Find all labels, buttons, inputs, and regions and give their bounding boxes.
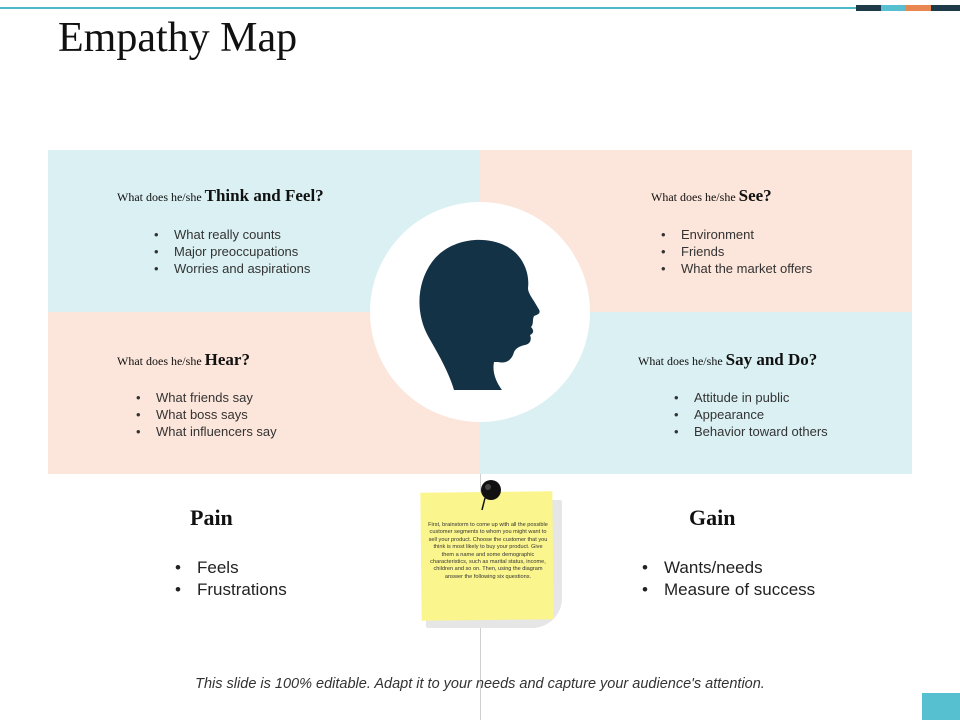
pain-heading: Pain [190,505,233,530]
sticky-note-text: First, brainstorm to come up with all th… [428,522,548,580]
gain-list: Wants/needs Measure of success [640,557,815,601]
list-item: What influencers say [134,423,277,440]
footer-note: This slide is 100% editable. Adapt it to… [195,676,765,692]
see-prefix: What does he/she [651,190,739,204]
list-item: Behavior toward others [672,423,828,440]
list-item: Appearance [672,406,828,423]
think-feel-heading: What does he/she Think and Feel? [117,186,324,206]
see-emphasis: See? [738,186,772,205]
head-silhouette-icon [419,239,540,390]
say-do-list: Attitude in public Appearance Behavior t… [672,389,828,440]
pain-list: Feels Frustrations [173,557,287,601]
list-item: What boss says [134,406,277,423]
say-do-heading: What does he/she Say and Do? [638,350,817,370]
see-heading: What does he/she See? [651,186,772,206]
list-item: Friends [659,243,812,260]
list-item: Major preoccupations [152,243,310,260]
say-do-prefix: What does he/she [638,354,726,368]
think-feel-prefix: What does he/she [117,190,205,204]
say-do-emphasis: Say and Do? [725,350,818,369]
list-item: Environment [659,226,812,243]
list-item: Attitude in public [672,389,828,406]
list-item: What really counts [152,226,310,243]
hear-emphasis: Hear? [204,350,250,369]
top-rule [0,7,856,9]
hear-heading: What does he/she Hear? [117,350,250,370]
gain-heading: Gain [689,505,736,530]
corner-accent [922,693,960,720]
accent-block-navy-2 [931,5,960,11]
think-feel-emphasis: Think and Feel? [204,186,324,205]
accent-block-navy [856,5,881,11]
list-item: What the market offers [659,260,812,277]
list-item: Measure of success [640,579,815,601]
list-item: Frustrations [173,579,287,601]
list-item: What friends say [134,389,277,406]
accent-block-orange [905,5,931,11]
think-feel-list: What really counts Major preoccupations … [152,226,310,277]
page-title: Empathy Map [58,15,298,61]
list-item: Wants/needs [640,557,815,579]
hear-prefix: What does he/she [117,354,205,368]
see-list: Environment Friends What the market offe… [659,226,812,277]
push-pin-icon [481,480,501,511]
list-item: Worries and aspirations [152,260,310,277]
list-item: Feels [173,557,287,579]
hear-list: What friends say What boss says What inf… [134,389,277,440]
accent-block-teal [881,5,905,11]
